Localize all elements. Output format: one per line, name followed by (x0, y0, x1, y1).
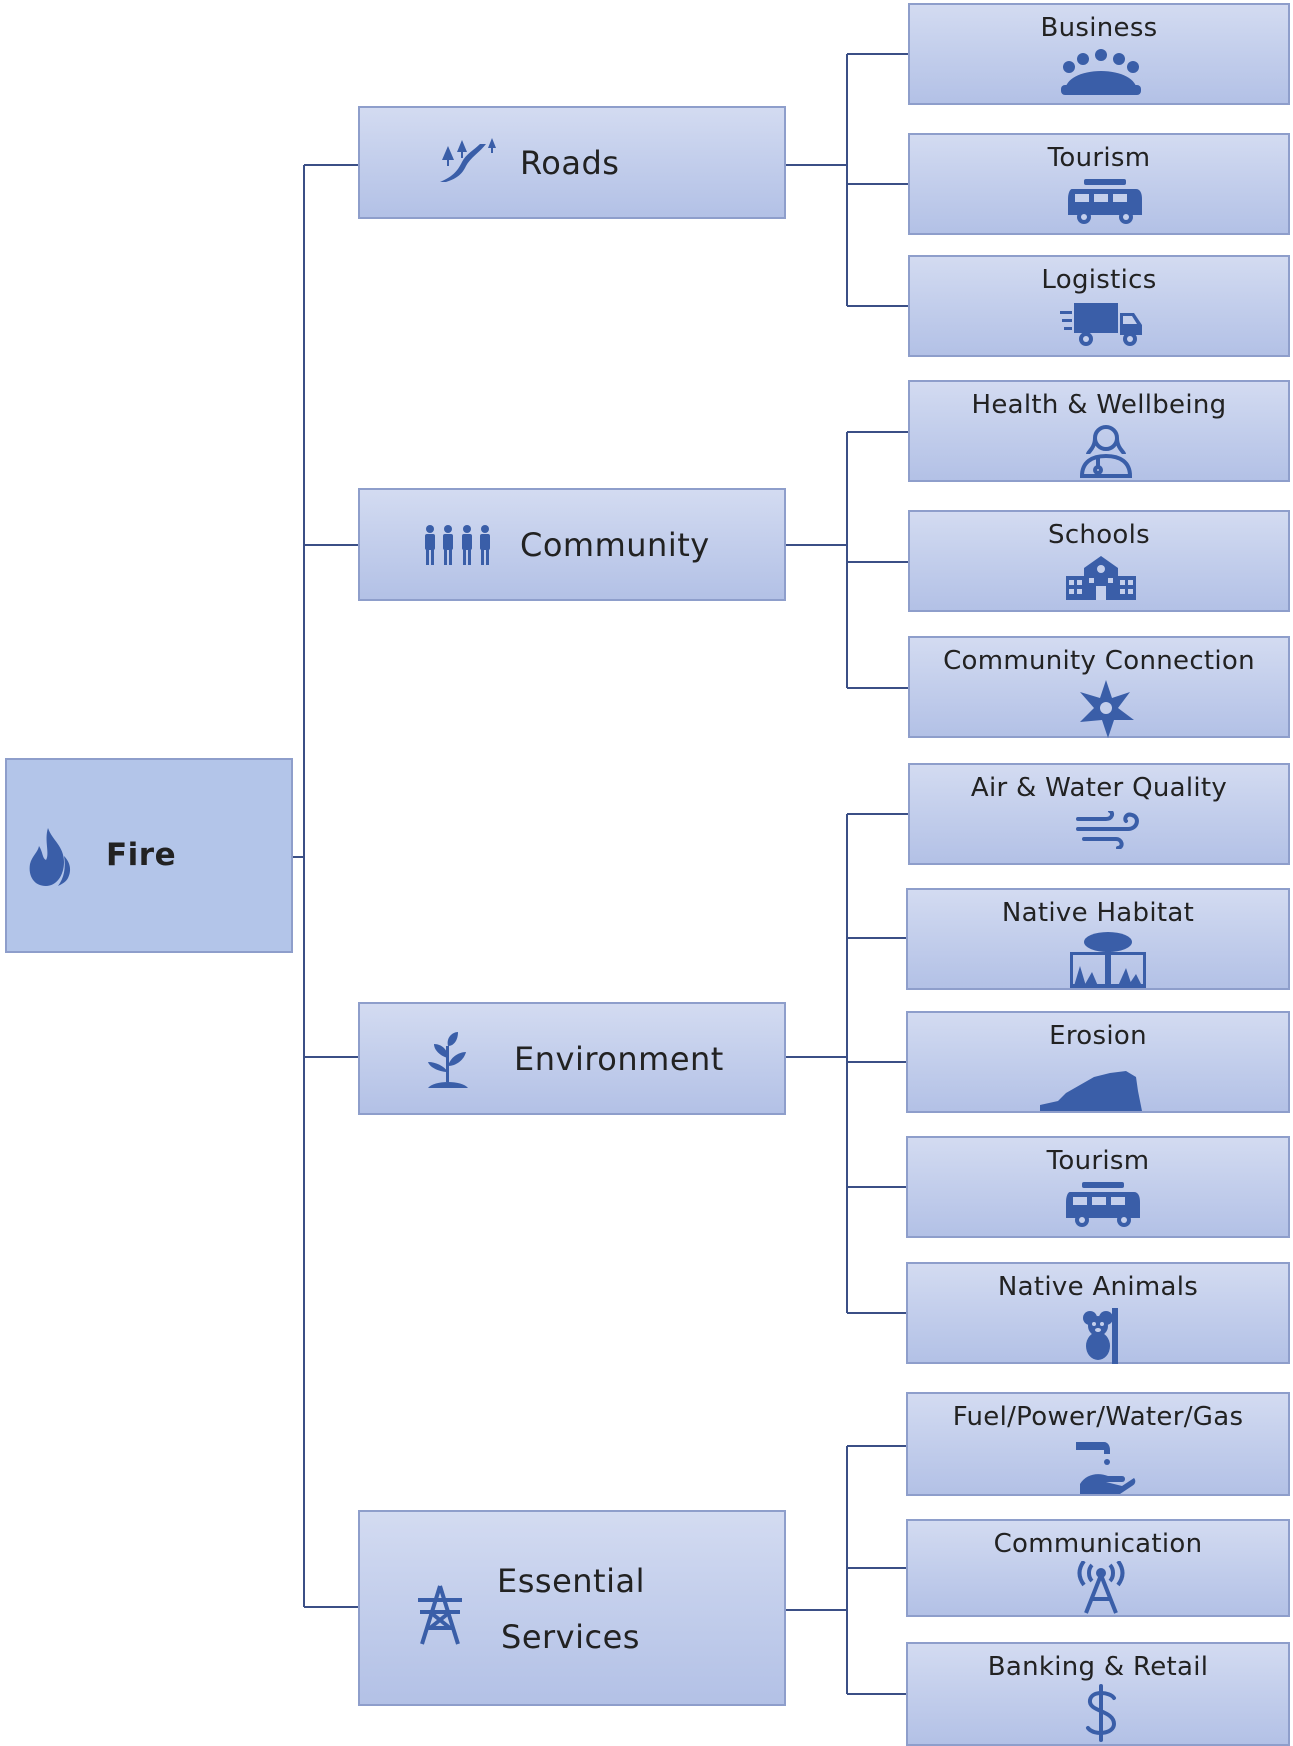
category-label: Roads (520, 144, 620, 182)
category-label: Environment (514, 1040, 724, 1078)
landslide-icon (1040, 1071, 1144, 1111)
wind-icon (1076, 811, 1146, 849)
leaf-node-health-wellbeing: Health & Wellbeing (908, 380, 1290, 482)
power-tower-icon (414, 1584, 466, 1646)
category-label: Community (520, 526, 710, 564)
hands-circle-icon (1074, 680, 1138, 738)
leaf-node-native-habitat: Native Habitat (906, 888, 1290, 990)
root-node-fire: Fire (5, 758, 293, 953)
root-label: Fire (106, 837, 177, 873)
leaf-label: Health & Wellbeing (971, 390, 1227, 420)
leaf-label: Communication (993, 1529, 1203, 1559)
leaf-label: Schools (1048, 520, 1150, 550)
leaf-node-tourism: Tourism (908, 133, 1290, 235)
category-label-line1: Essential (497, 1562, 645, 1600)
category-node-environment: Environment (358, 1002, 786, 1115)
meeting-icon (1061, 49, 1141, 97)
leaf-node-air-water-quality: Air & Water Quality (908, 763, 1290, 865)
leaf-label: Fuel/Power/Water/Gas (952, 1402, 1244, 1432)
leaf-label: Air & Water Quality (970, 773, 1228, 803)
truck-icon (1060, 301, 1144, 347)
category-node-roads: Roads (358, 106, 786, 219)
category-node-community: Community (358, 488, 786, 601)
leaf-label: Banking & Retail (987, 1652, 1209, 1682)
antenna-icon (1076, 1561, 1126, 1615)
leaf-node-schools: Schools (908, 510, 1290, 612)
leaf-label: Erosion (1049, 1021, 1147, 1051)
leaf-label: Business (1040, 13, 1158, 43)
leaf-label: Tourism (1047, 143, 1151, 173)
plant-icon (422, 1032, 474, 1088)
leaf-node-communication: Communication (906, 1519, 1290, 1617)
leaf-node-tourism: Tourism (906, 1136, 1290, 1238)
koala-icon (1080, 1308, 1124, 1364)
flame-icon (24, 826, 76, 888)
leaf-label: Native Animals (997, 1272, 1199, 1302)
leaf-label: Logistics (1041, 265, 1157, 295)
leaf-label: Tourism (1046, 1146, 1150, 1176)
leaf-node-community-connection: Community Connection (908, 636, 1290, 738)
category-node-essential-services: Essential Services (358, 1510, 786, 1706)
dollar-icon (1084, 1684, 1118, 1742)
leaf-node-fuel-power-water-gas: Fuel/Power/Water/Gas (906, 1392, 1290, 1496)
leaf-label: Native Habitat (1001, 898, 1195, 928)
van-icon (1064, 1182, 1142, 1228)
tree-habitat-icon (1070, 932, 1146, 988)
leaf-node-native-animals: Native Animals (906, 1262, 1290, 1364)
tap-hand-icon (1076, 1438, 1136, 1494)
people-icon (422, 524, 494, 566)
leaf-node-banking-retail: Banking & Retail (906, 1642, 1290, 1746)
doctor-icon (1078, 424, 1134, 478)
leaf-label: Community Connection (943, 646, 1255, 676)
van-icon (1066, 179, 1144, 225)
leaf-node-erosion: Erosion (906, 1011, 1290, 1113)
school-icon (1066, 556, 1136, 600)
leaf-node-business: Business (908, 3, 1290, 105)
road-icon (440, 138, 500, 184)
leaf-node-logistics: Logistics (908, 255, 1290, 357)
category-label-line2: Services (501, 1618, 640, 1656)
